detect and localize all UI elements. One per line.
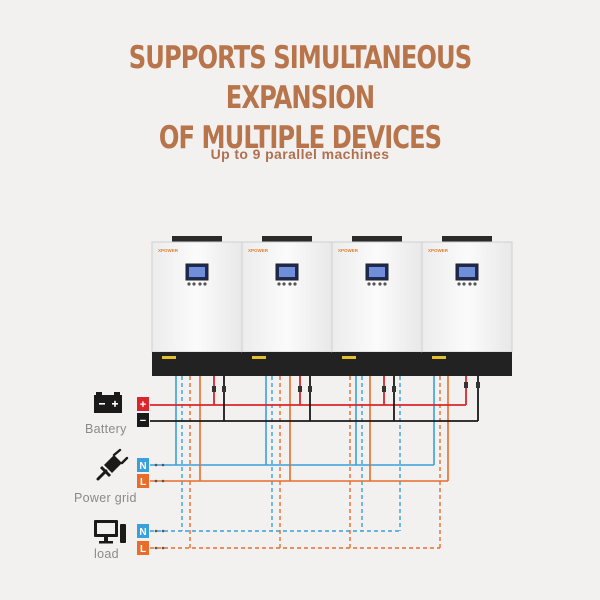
grid-live-terminal [137,474,149,488]
svg-text:N: N [139,527,146,538]
load-live-terminal [137,541,149,555]
terminal-dots [154,463,165,550]
battery-positive-terminal [137,397,149,411]
headline-line-1: SUPPORTS SIMULTANEOUS EXPANSION [128,40,472,116]
headline: SUPPORTS SIMULTANEOUS EXPANSION OF MULTI… [66,38,534,158]
battery-negative-terminal [137,413,149,427]
grid-terminals: N L [137,458,149,488]
load-terminals: N L [137,524,149,555]
load-label: load [94,547,119,561]
power-plug-icon [96,448,129,481]
headline-line-2: OF MULTIPLE DEVICES [158,120,442,156]
load-wires [150,376,441,549]
breaker-markers [212,382,480,392]
control-buttons [187,282,207,286]
inverter-brand-logo: XPOWER [428,248,449,253]
inverter-brand-logo: XPOWER [248,248,269,253]
load-neutral-terminal [137,524,149,538]
control-buttons [457,282,477,286]
svg-text:N: N [139,461,146,472]
battery-icon [94,392,122,413]
load-neutral-wire [150,376,401,532]
svg-text:L: L [140,477,146,488]
computer-icon [94,520,126,544]
battery-negative-wire [150,376,479,422]
load-live-wire [150,376,441,549]
svg-text:L: L [140,544,146,555]
grid-live-wire [150,376,449,482]
inverter-brand-logo: XPOWER [338,248,359,253]
battery-terminals: + − [137,397,149,427]
grid-neutral-terminal [137,458,149,472]
subheadline: Up to 9 parallel machines [210,146,390,162]
control-buttons [277,282,297,286]
control-buttons [367,282,387,286]
inverter-unit-1: XPOWER [151,236,243,376]
inverter-unit-4: XPOWER [421,236,513,376]
inverter-unit-2: XPOWER [241,236,333,376]
inverter-brand-logo: XPOWER [158,248,179,253]
inverter-unit-3: XPOWER [331,236,423,376]
svg-text:−: − [140,415,146,427]
battery-label: Battery [85,422,127,436]
power-grid-label: Power grid [74,491,137,505]
svg-text:+: + [140,399,146,411]
